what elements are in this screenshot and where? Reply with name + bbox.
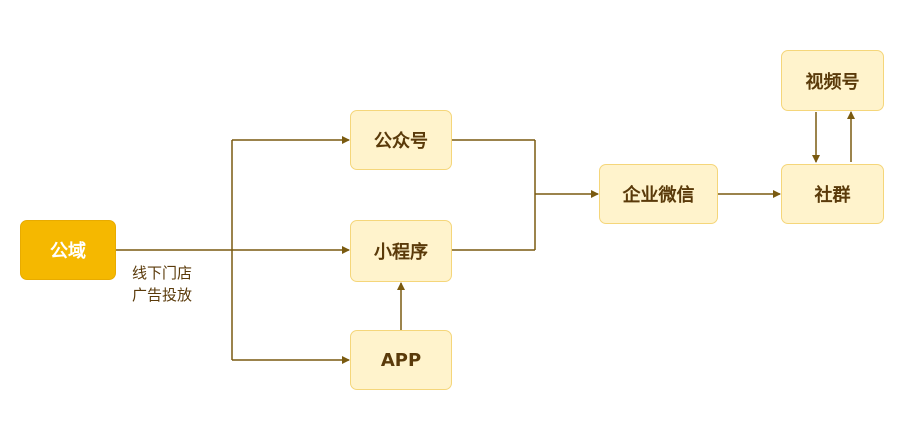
node-public-domain: 公域	[20, 220, 116, 280]
node-channels-label: 视频号	[805, 71, 860, 93]
node-wecom-label: 企业微信	[622, 185, 695, 206]
node-official-account: 公众号	[350, 110, 452, 170]
node-wecom: 企业微信	[599, 164, 718, 224]
node-channels: 视频号	[781, 50, 884, 111]
channel-annotation: 线下门店 广告投放	[132, 262, 192, 306]
node-app: APP	[350, 330, 452, 390]
node-app-label: APP	[380, 349, 422, 371]
node-public-domain-label: 公域	[50, 241, 86, 262]
annotation-offline-stores: 线下门店	[132, 264, 193, 282]
node-community: 社群	[781, 164, 884, 224]
node-official-account-label: 公众号	[374, 131, 428, 152]
node-mini-program: 小程序	[350, 220, 452, 282]
node-community-label: 社群	[814, 185, 851, 206]
annotation-ad-placement: 广告投放	[132, 286, 193, 304]
node-mini-program-label: 小程序	[374, 242, 428, 263]
